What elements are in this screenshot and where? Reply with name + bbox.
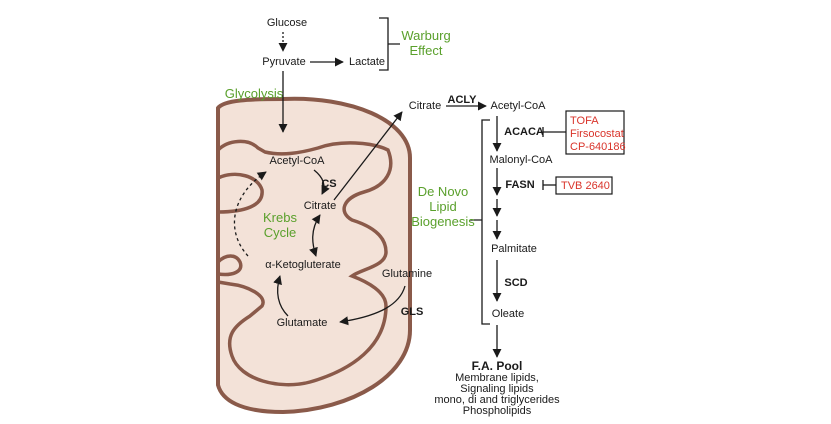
citrate-mito-label: Citrate (304, 200, 336, 212)
inhibitor-tvb-2640: TVB 2640 (561, 180, 610, 192)
krebs-cycle-line1: Krebs (263, 210, 297, 225)
de-novo-lipid-line3: Biogenesis (411, 214, 475, 229)
malonyl-coa-label: Malonyl-CoA (490, 154, 554, 166)
de-novo-lipid-line1: De Novo (418, 184, 469, 199)
cs-enzyme-label: CS (321, 178, 336, 190)
glutamate-to-akg-arrow (273, 275, 289, 317)
krebs-cycle-line2: Cycle (264, 225, 297, 240)
glutamine-to-glutamate-arrow (339, 285, 406, 326)
de-novo-lipid-line2: Lipid (429, 199, 456, 214)
acetyl-coa-to-citrate-arrow (313, 169, 330, 195)
palmitate-label: Palmitate (491, 243, 537, 255)
fasn-enzyme-label: FASN (505, 179, 534, 191)
akg-to-acetyl-coa-dashed-arrow (233, 171, 267, 257)
glycolysis-label: Glycolysis (225, 86, 284, 101)
glutamate-label: Glutamate (277, 317, 328, 329)
inhibitor-cp-640186: CP-640186 (570, 141, 626, 153)
warburg-effect-line2: Effect (409, 43, 442, 58)
inhibitor-tofa: TOFA (570, 115, 599, 127)
akg-label: α-Ketogluterate (265, 259, 340, 271)
fa-pool-item-membrane-lipids: Membrane lipids, (455, 372, 539, 384)
fa-pool-item-phospholipids: Phospholipids (463, 405, 532, 417)
acaca-inhibitor-box (565, 110, 625, 155)
pyruvate-label: Pyruvate (262, 56, 305, 68)
acaca-enzyme-label: ACACA (504, 126, 544, 138)
acetyl-coa-mito-label: Acetyl-CoA (269, 155, 325, 167)
warburg-effect-line1: Warburg (401, 28, 450, 43)
scd-enzyme-label: SCD (504, 277, 527, 289)
mitochondrion-crista-left (217, 172, 264, 214)
fasn-inhibitor-box (555, 176, 613, 195)
acetyl-coa-cyto-label: Acetyl-CoA (490, 100, 546, 112)
citrate-akg-bidirectional-arrow (309, 214, 321, 257)
warburg-bracket (379, 17, 400, 71)
mitochondrion-crista-lower (216, 254, 243, 277)
gls-enzyme-label: GLS (401, 306, 424, 318)
fa-pool-item-glycerides: mono, di and triglycerides (434, 394, 560, 406)
citrate-export-arrow (333, 111, 403, 201)
lactate-label: Lactate (349, 56, 385, 68)
mitochondrion-inner-membrane (216, 139, 393, 387)
glucose-label: Glucose (267, 17, 307, 29)
fa-pool-title: F.A. Pool (472, 359, 523, 373)
oleate-label: Oleate (492, 308, 524, 320)
citrate-cyto-label: Citrate (409, 100, 441, 112)
inhibitor-firsocostat: Firsocostat (570, 128, 624, 140)
fa-pool-item-signaling-lipids: Signaling lipids (460, 383, 534, 395)
glutamine-label: Glutamine (382, 268, 432, 280)
acly-enzyme-label: ACLY (448, 94, 478, 106)
lipogenesis-bracket (470, 119, 490, 325)
